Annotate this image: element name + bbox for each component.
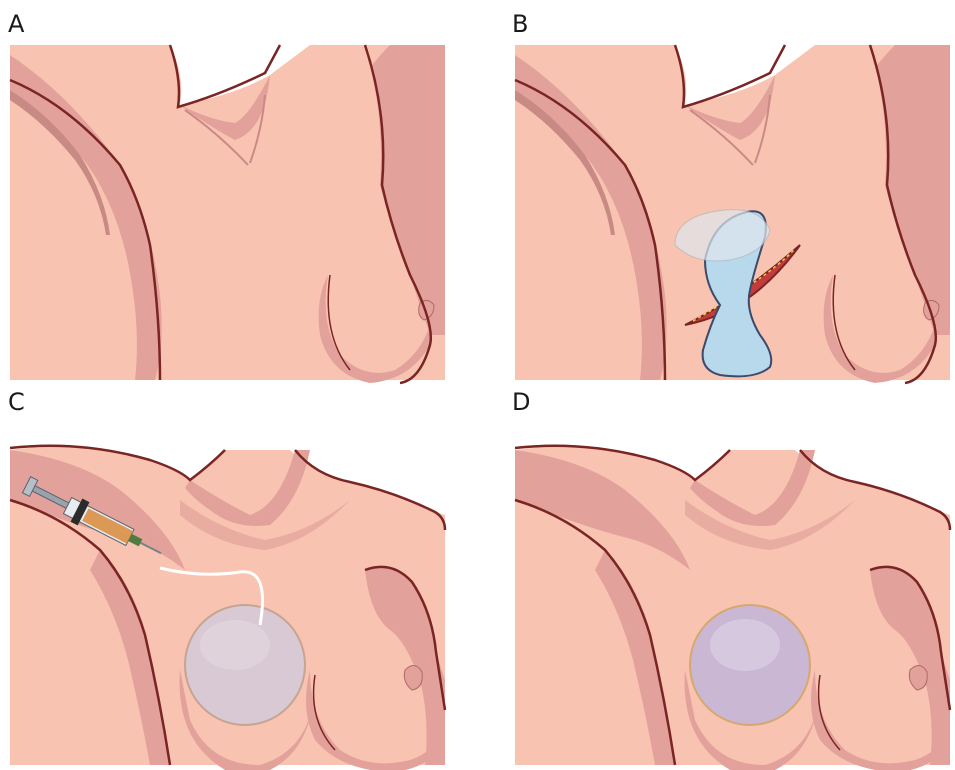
panel-b-figure — [515, 45, 950, 383]
breast-implant — [690, 605, 810, 725]
panel-a-figure — [10, 45, 445, 383]
panel-d-figure — [515, 446, 950, 770]
panel-c-figure — [10, 446, 445, 770]
tissue-expander — [185, 605, 305, 725]
